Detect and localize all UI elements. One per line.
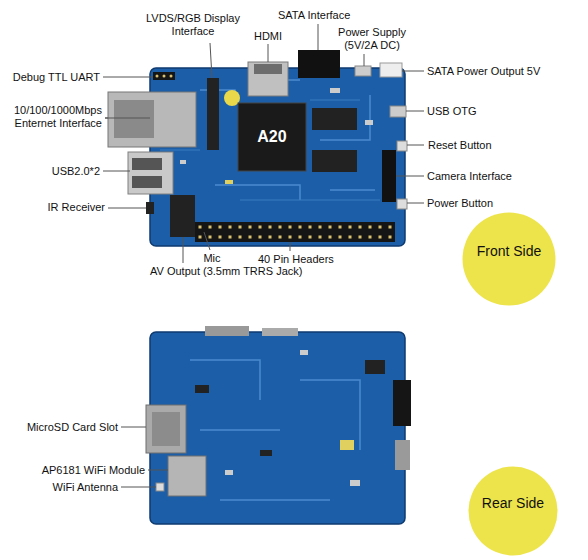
part-label: Mic <box>192 252 232 265</box>
part-label: 40 Pin Headers <box>258 253 378 266</box>
sata-connector <box>298 50 340 78</box>
chip-marking: A20 <box>242 128 302 146</box>
part-label: SATA Interface <box>278 9 398 22</box>
part-label: Camera Interface <box>427 170 577 183</box>
ram-chip <box>312 108 357 130</box>
part-label: SATA Power Output 5V <box>427 65 577 78</box>
lvds-connector <box>207 78 219 150</box>
side-badge: Front Side <box>462 212 556 306</box>
part-label: Power Button <box>427 197 577 210</box>
side-label: Rear Side <box>468 495 558 511</box>
front-board <box>108 50 407 246</box>
badge-circle <box>462 212 556 306</box>
wifi-module <box>168 456 206 496</box>
usb-port <box>128 152 173 194</box>
part-label: Reset Button <box>428 139 578 152</box>
part-label: USB OTG <box>427 105 577 118</box>
microsd-slot <box>146 405 186 453</box>
camera-connector <box>382 150 396 202</box>
part-label: AP6181 WiFi Module <box>0 464 145 477</box>
part-label: LVDS/RGB Display Interface <box>143 12 243 38</box>
hdmi-port <box>248 62 288 96</box>
part-label: HDMI <box>238 30 298 43</box>
audio-jack <box>170 195 195 237</box>
cpu-chip <box>238 103 306 171</box>
part-label: MicroSD Card Slot <box>0 421 118 434</box>
part-label: USB2.0*2 <box>0 165 100 178</box>
ram-chip <box>312 150 357 172</box>
part-label: WiFi Antenna <box>0 481 118 494</box>
ir-receiver <box>146 202 154 214</box>
ethernet-jack <box>108 92 196 147</box>
rear-board <box>146 326 411 524</box>
badge-circle <box>468 466 558 556</box>
part-label: 10/100/1000Mbps Enternet Interface <box>2 104 102 130</box>
side-label: Front Side <box>462 243 556 259</box>
part-label: AV Output (3.5mm TRRS Jack) <box>150 265 370 278</box>
side-badge: Rear Side <box>468 466 558 556</box>
pin-header <box>195 222 395 242</box>
leader-lines <box>103 24 424 487</box>
part-label: Debug TTL UART <box>0 71 100 84</box>
part-label: Power Supply (5V/2A DC) <box>332 26 412 52</box>
part-label: IR Receiver <box>0 201 105 214</box>
